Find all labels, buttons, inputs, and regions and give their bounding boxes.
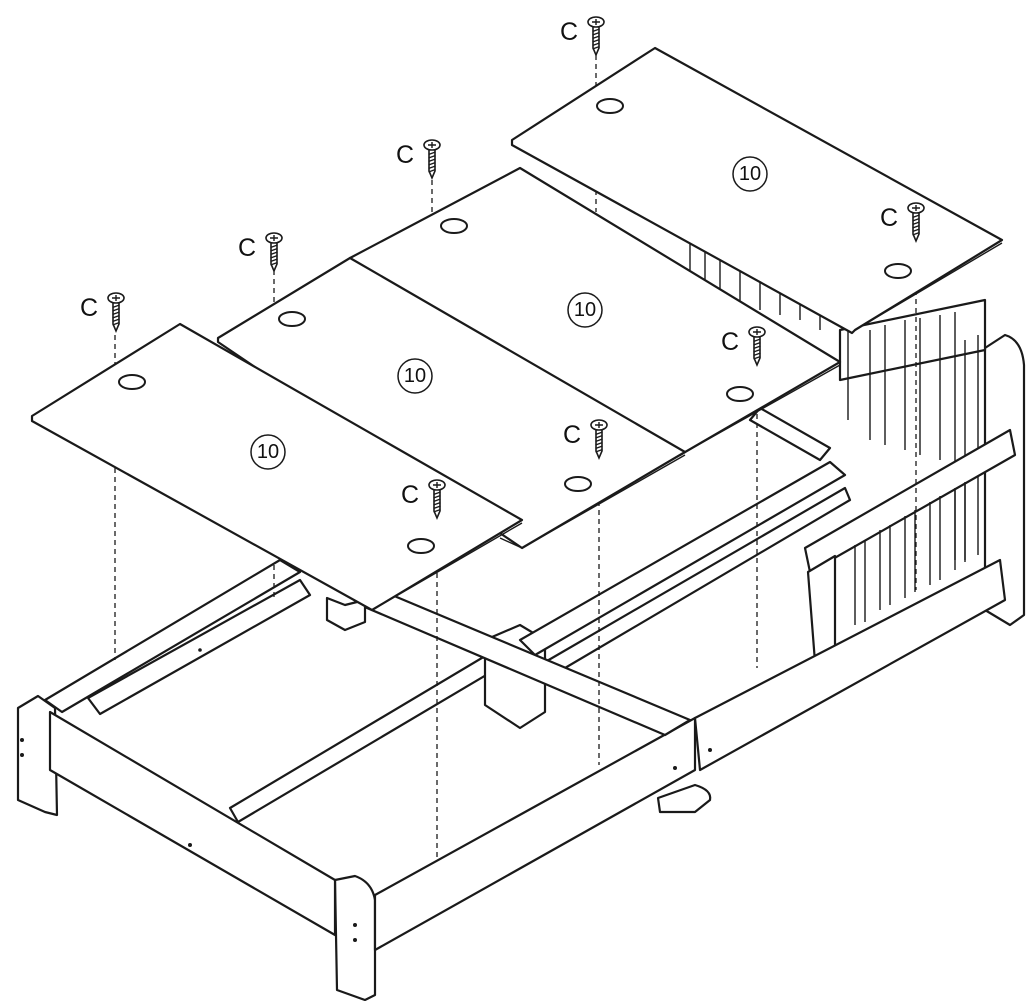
screw-cross-slot	[112, 295, 120, 301]
screw-thread	[912, 217, 920, 222]
screw-thread	[270, 244, 278, 249]
screw-cross-slot	[433, 482, 441, 488]
part-number-text: 10	[257, 441, 279, 463]
screw-thread	[112, 314, 120, 319]
screw-thread	[428, 161, 436, 166]
screw-thread	[112, 307, 120, 312]
screw-c-1: C	[560, 16, 605, 58]
screw-thread	[592, 31, 600, 36]
screw-thread	[270, 247, 278, 252]
bed-frame	[16, 240, 1026, 1001]
screw-thread	[433, 491, 441, 496]
screw-c-6: C	[721, 326, 766, 368]
screw-thread	[592, 28, 600, 33]
screw-cross-slot	[912, 205, 920, 211]
screw-thread	[433, 508, 441, 513]
screw-c-2: C	[396, 139, 441, 181]
screw-label: C	[563, 421, 581, 449]
screw-thread	[912, 231, 920, 236]
screw-label: C	[396, 141, 414, 169]
screw-label: C	[401, 481, 419, 509]
screw-cross-slot	[753, 329, 761, 335]
screw-thread	[912, 214, 920, 219]
screw-thread	[595, 445, 603, 450]
alignment-guides	[114, 55, 917, 860]
screw-thread	[112, 311, 120, 316]
screw-thread	[753, 355, 761, 360]
screw-thread	[270, 261, 278, 266]
screw-thread	[428, 154, 436, 159]
part-number-text: 10	[574, 299, 596, 321]
screw-thread	[433, 498, 441, 503]
screw-c-8: C	[401, 479, 446, 521]
part-number-10-c: 10	[567, 292, 603, 328]
screw-thread	[595, 431, 603, 436]
screw-thread	[753, 345, 761, 350]
part-number-10-a: 10	[250, 434, 286, 470]
screw-label: C	[80, 294, 98, 322]
screw-thread	[753, 352, 761, 357]
screw-thread	[112, 318, 120, 323]
screw-thread	[595, 434, 603, 439]
screw-thread	[753, 338, 761, 343]
part-number-text: 10	[739, 163, 761, 185]
screw-cross-slot	[595, 422, 603, 428]
part-number-10-b: 10	[397, 358, 433, 394]
screw-thread	[428, 168, 436, 173]
screw-thread	[595, 438, 603, 443]
screw-thread	[753, 348, 761, 353]
slat-2	[216, 256, 687, 550]
screw-thread	[428, 165, 436, 170]
screw-cross-slot	[428, 142, 436, 148]
screw-thread	[912, 221, 920, 226]
screw-cross-slot	[592, 19, 600, 25]
screw-thread	[912, 228, 920, 233]
screw-c-3: C	[238, 232, 283, 274]
screw-label: C	[880, 204, 898, 232]
screw-thread	[592, 45, 600, 50]
screw-thread	[433, 505, 441, 510]
screw-thread	[112, 321, 120, 326]
screw-label: C	[560, 18, 578, 46]
screw-thread	[433, 494, 441, 499]
screws: C C C C C C C C	[80, 16, 925, 521]
screw-thread	[112, 304, 120, 309]
screw-thread	[428, 158, 436, 163]
screw-thread	[270, 254, 278, 259]
screw-thread	[428, 151, 436, 156]
screw-c-5: C	[880, 202, 925, 244]
part-number-10-d: 10	[732, 156, 768, 192]
screw-thread	[592, 42, 600, 47]
screw-thread	[912, 224, 920, 229]
screw-thread	[595, 448, 603, 453]
screw-label: C	[238, 234, 256, 262]
screw-thread	[270, 258, 278, 263]
screw-c-7: C	[563, 419, 608, 461]
screw-thread	[592, 38, 600, 43]
screw-cross-slot	[270, 235, 278, 241]
screw-thread	[753, 341, 761, 346]
screw-thread	[595, 441, 603, 446]
slat-4	[510, 46, 1004, 335]
screw-thread	[433, 501, 441, 506]
part-number-text: 10	[404, 365, 426, 387]
screw-label: C	[721, 328, 739, 356]
screw-thread	[592, 35, 600, 40]
screw-c-4: C	[80, 292, 125, 334]
screw-thread	[270, 251, 278, 256]
